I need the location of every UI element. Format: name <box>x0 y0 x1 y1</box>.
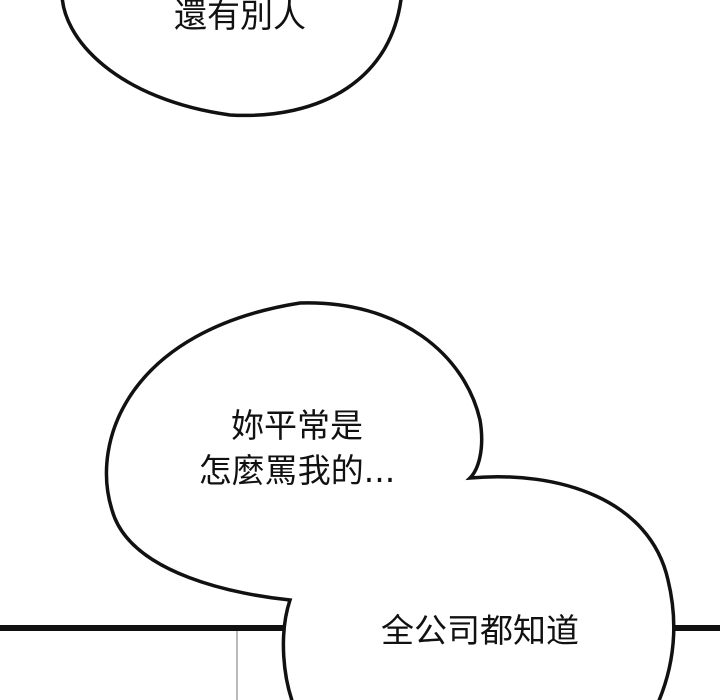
bubble-bottom-line-1: 全公司都知道 <box>381 611 579 650</box>
bubble-middle-line-2: 怎麼罵我的... <box>199 451 395 490</box>
bubble-middle-line-1: 妳平常是 <box>231 406 363 445</box>
bubble-top-line-1: 還有別人 <box>174 0 306 35</box>
speech-bubble-top <box>60 0 403 118</box>
speech-bubble-merged <box>104 301 676 700</box>
